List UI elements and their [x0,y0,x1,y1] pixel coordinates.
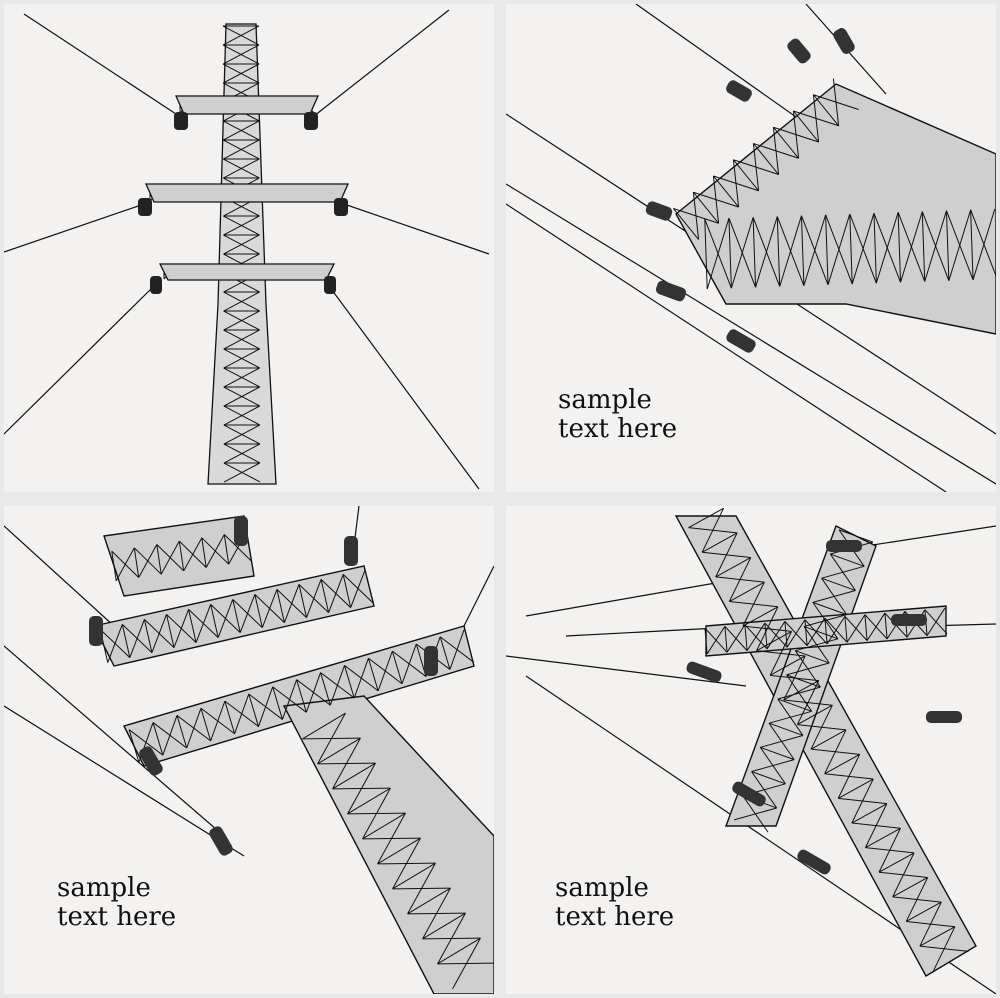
panel-tower-diagonal-left: sample text here [4,506,494,994]
caption-sample-text: sample text here [555,874,674,932]
panel-tower-front [4,4,494,492]
caption-line-2: text here [555,902,675,932]
caption-sample-text: sample text here [558,386,677,444]
tower-crossed-illustration [506,507,996,994]
tower-underside-illustration [4,506,494,994]
panel-tower-crossed: sample text here [506,506,996,994]
caption-line-2: text here [57,902,177,932]
caption-line-2: text here [558,414,678,444]
caption-line-1: sample [57,873,151,903]
tower-diagonal-illustration [506,4,996,492]
caption-sample-text: sample text here [57,874,176,932]
caption-line-1: sample [558,385,652,415]
panel-tower-diagonal-right: sample text here [506,4,996,492]
caption-line-1: sample [555,873,649,903]
tower-front-illustration [4,9,490,490]
